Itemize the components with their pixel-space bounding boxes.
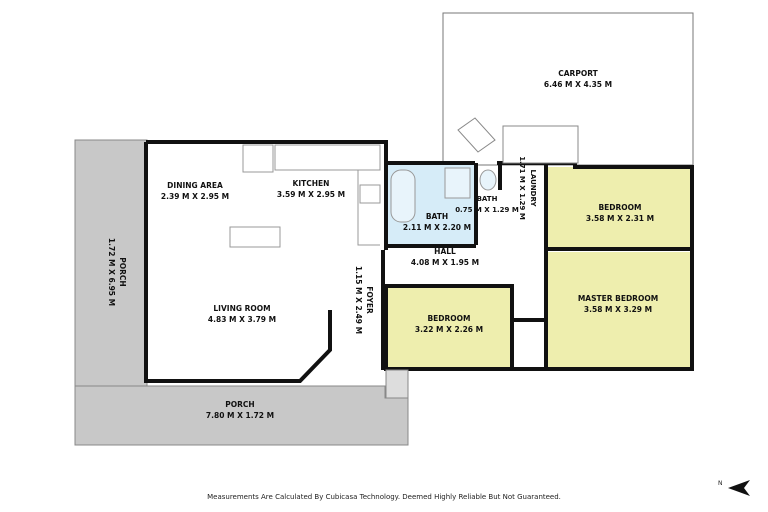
bath-fixtures bbox=[390, 167, 497, 223]
room-label-kitchen: KITCHEN 3.59 M X 2.95 M bbox=[277, 178, 345, 200]
bedroom1-floor bbox=[548, 167, 690, 247]
room-name: LAUNDRY bbox=[529, 169, 537, 207]
room-size: 1.15 M X 2.49 M bbox=[354, 265, 363, 335]
room-label-front-porch: PORCH 7.80 M X 1.72 M bbox=[206, 399, 274, 421]
room-name: FOYER bbox=[365, 286, 374, 314]
room-size: 2.39 M X 2.95 M bbox=[160, 192, 230, 201]
room-name: BEDROOM bbox=[598, 203, 642, 212]
room-size: 3.58 M X 3.29 M bbox=[583, 305, 653, 314]
north-label: N bbox=[718, 480, 723, 487]
room-size: 2.11 M X 2.20 M bbox=[402, 223, 472, 232]
room-label-bedroom-1: BEDROOM 3.58 M X 2.31 M bbox=[586, 202, 654, 224]
room-name: BATH bbox=[425, 212, 449, 221]
room-name: KITCHEN bbox=[292, 179, 330, 188]
room-label-dining: DINING AREA 2.39 M X 2.95 M bbox=[161, 180, 229, 202]
room-label-bath-2: BATH 0.75 M X 1.29 M bbox=[455, 194, 519, 216]
north-arrow-icon bbox=[728, 480, 750, 496]
room-label-bedroom-2: BEDROOM 3.22 M X 2.26 M bbox=[415, 313, 483, 335]
room-size: 1.71 M X 1.29 M bbox=[518, 156, 526, 220]
room-size: 4.83 M X 3.79 M bbox=[207, 315, 277, 324]
room-size: 7.80 M X 1.72 M bbox=[205, 411, 275, 420]
room-name: MASTER BEDROOM bbox=[577, 294, 659, 303]
room-size: 0.75 M X 1.29 M bbox=[455, 206, 519, 214]
room-size: 3.22 M X 2.26 M bbox=[414, 325, 484, 334]
room-name: DINING AREA bbox=[167, 181, 223, 190]
room-label-carport: CARPORT 6.46 M X 4.35 M bbox=[544, 68, 612, 90]
bedroom2-floor bbox=[388, 288, 510, 368]
disclaimer: Measurements Are Calculated By Cubicasa … bbox=[207, 493, 561, 501]
room-size: 1.72 M X 6.95 M bbox=[107, 237, 116, 307]
carport-steps bbox=[457, 117, 579, 164]
room-name: LIVING ROOM bbox=[213, 304, 271, 313]
walls bbox=[144, 140, 694, 383]
room-size: 3.58 M X 2.31 M bbox=[585, 214, 655, 223]
room-name: PORCH bbox=[118, 257, 127, 287]
front-steps bbox=[385, 369, 409, 399]
room-label-bath-1: BATH 2.11 M X 2.20 M bbox=[403, 211, 471, 233]
kitchen-fixtures bbox=[229, 144, 381, 248]
master-floor bbox=[548, 252, 690, 367]
room-label-hall: HALL 4.08 M X 1.95 M bbox=[411, 246, 479, 268]
room-label-master-bedroom: MASTER BEDROOM 3.58 M X 3.29 M bbox=[578, 293, 658, 315]
room-size: 6.46 M X 4.35 M bbox=[543, 80, 613, 89]
room-name: HALL bbox=[434, 247, 456, 256]
room-size: 3.59 M X 2.95 M bbox=[276, 190, 346, 199]
room-name: BEDROOM bbox=[427, 314, 471, 323]
room-name: BATH bbox=[476, 195, 498, 203]
side-porch bbox=[74, 139, 148, 389]
room-name: PORCH bbox=[225, 400, 255, 409]
room-size: 4.08 M X 1.95 M bbox=[410, 258, 480, 267]
room-label-living: LIVING ROOM 4.83 M X 3.79 M bbox=[208, 303, 276, 325]
room-name: CARPORT bbox=[558, 69, 598, 78]
